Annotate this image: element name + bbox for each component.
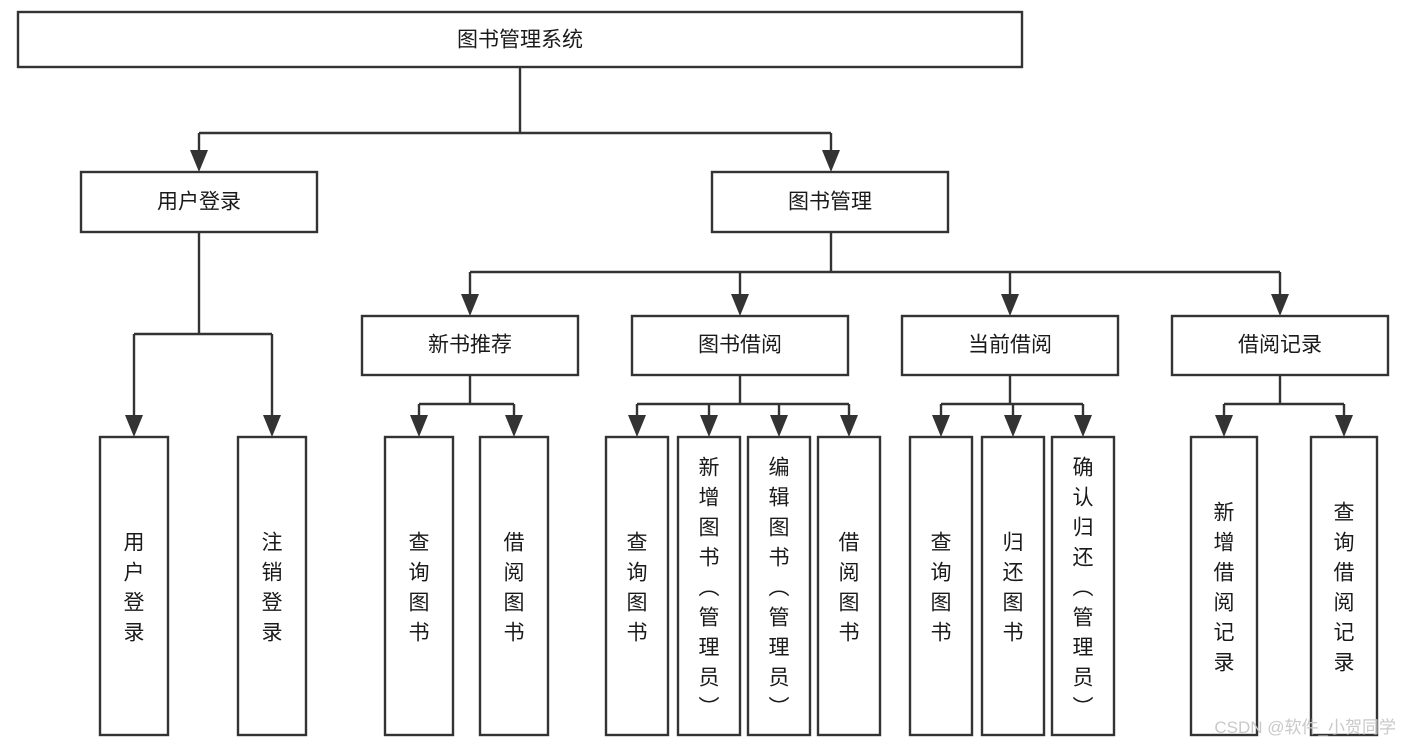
arrowhead-to-leaf-query-book-current [932,415,950,437]
node-leaf-query-borrow-record-box[interactable] [1309,435,1379,737]
connector-book-borrow-trunk [635,375,851,420]
node-leaf-query-book-borrow-label: 查询图书 [627,531,648,644]
connector-new-book-recommend-trunk [417,375,516,420]
node-leaf-query-book-current[interactable]: 查询图书 [908,435,974,737]
csdn-watermark: CSDN @软件_小贺同学 [1214,718,1396,737]
node-leaf-borrow-book-recommend[interactable]: 借阅图书 [478,435,550,737]
node-current-borrow-label: 当前借阅 [968,334,1052,357]
node-root[interactable]: 图书管理系统 [16,10,1024,69]
node-leaf-logout-login-label: 注销登录 [262,531,283,644]
arrowhead-to-borrow-record [1271,294,1289,316]
node-book-manage-box[interactable] [710,170,950,234]
node-borrow-record[interactable]: 借阅记录 [1170,314,1390,377]
arrowhead-to-leaf-confirm-return-admin [1074,415,1092,437]
node-user-login[interactable]: 用户登录 [79,170,319,234]
node-leaf-add-book-admin-box[interactable] [676,435,742,737]
arrowhead-to-book-borrow [731,294,749,316]
arrowhead-to-leaf-query-book-borrow [628,415,646,437]
connector-borrow-record-trunk [1222,375,1346,420]
node-leaf-query-book-current-box[interactable] [908,435,974,737]
arrowhead-to-book-manage [822,150,840,172]
connector-book-manage-trunk [468,232,1282,300]
connector-user-login-trunk [132,232,274,420]
arrowhead-to-leaf-return-book [1004,415,1022,437]
node-leaf-add-borrow-record[interactable]: 新增借阅记录 [1189,435,1259,737]
node-leaf-user-login-label: 用户登录 [124,531,145,644]
node-borrow-record-box[interactable] [1170,314,1390,377]
node-borrow-record-label: 借阅记录 [1238,334,1322,357]
node-leaf-borrow-book-label: 借阅图书 [839,531,860,644]
node-leaf-query-borrow-record-label: 查询借阅记录 [1334,501,1355,674]
arrowhead-to-leaf-borrow-book [840,415,858,437]
node-book-borrow[interactable]: 图书借阅 [630,314,850,377]
node-leaf-query-book-recommend-box[interactable] [383,435,455,737]
node-leaf-add-book-admin[interactable]: 新增图书︵管理员︶ [676,435,742,737]
arrowhead-to-current-borrow [1001,294,1019,316]
node-user-login-box[interactable] [79,170,319,234]
node-leaf-edit-book-admin-box[interactable] [746,435,812,737]
node-root-box[interactable] [16,10,1024,69]
node-leaf-confirm-return-admin-label: 确认归还︵管理员︶ [1073,456,1094,719]
node-leaf-edit-book-admin-label: 编辑图书︵管理员︶ [769,456,790,719]
node-leaf-query-book-borrow-box[interactable] [604,435,670,737]
node-leaf-borrow-book-recommend-box[interactable] [478,435,550,737]
node-current-borrow[interactable]: 当前借阅 [900,314,1120,377]
node-new-book-recommend-box[interactable] [360,314,580,377]
arrowhead-to-user-login [190,150,208,172]
node-leaf-user-login-box[interactable] [98,435,170,737]
node-leaf-return-book[interactable]: 归还图书 [980,435,1046,737]
node-leaf-add-borrow-record-box[interactable] [1189,435,1259,737]
node-root-label: 图书管理系统 [457,29,583,52]
node-leaf-query-book-recommend-label: 查询图书 [409,531,430,644]
node-leaf-confirm-return-admin-box[interactable] [1050,435,1116,737]
arrowhead-to-leaf-add-borrow-record [1215,415,1233,437]
node-leaf-logout-login-box[interactable] [236,435,308,737]
node-leaf-confirm-return-admin[interactable]: 确认归还︵管理员︶ [1050,435,1116,737]
node-leaf-logout-login[interactable]: 注销登录 [236,435,308,737]
node-leaf-query-book-recommend[interactable]: 查询图书 [383,435,455,737]
node-leaf-return-book-label: 归还图书 [1003,531,1024,644]
node-leaf-query-book-current-label: 查询图书 [931,531,952,644]
arrowhead-to-leaf-query-borrow-record [1335,415,1353,437]
node-leaf-borrow-book[interactable]: 借阅图书 [816,435,882,737]
node-leaf-query-book-borrow[interactable]: 查询图书 [604,435,670,737]
node-leaf-add-borrow-record-label: 新增借阅记录 [1214,501,1235,674]
node-current-borrow-box[interactable] [900,314,1120,377]
node-leaf-return-book-box[interactable] [980,435,1046,737]
node-book-borrow-box[interactable] [630,314,850,377]
node-user-login-label: 用户登录 [157,191,241,214]
connector-root-trunk [197,67,833,155]
arrowhead-to-new-book-recommend [461,294,479,316]
node-new-book-recommend-label: 新书推荐 [428,334,512,357]
node-leaf-query-borrow-record[interactable]: 查询借阅记录 [1309,435,1379,737]
node-leaf-borrow-book-box[interactable] [816,435,882,737]
arrowhead-to-leaf-add-book-admin [700,415,718,437]
arrowhead-to-leaf-edit-book-admin [770,415,788,437]
arrowhead-to-leaf-borrow-book-recommend [505,415,523,437]
node-leaf-edit-book-admin[interactable]: 编辑图书︵管理员︶ [746,435,812,737]
arrowhead-to-leaf-logout-login [263,415,281,437]
node-book-borrow-label: 图书借阅 [698,334,782,357]
arrowhead-to-leaf-user-login [125,415,143,437]
node-book-manage-label: 图书管理 [788,191,872,214]
node-leaf-user-login[interactable]: 用户登录 [98,435,170,737]
node-leaf-add-book-admin-label: 新增图书︵管理员︶ [699,456,720,719]
node-new-book-recommend[interactable]: 新书推荐 [360,314,580,377]
connector-layer [125,67,1353,437]
node-book-manage[interactable]: 图书管理 [710,170,950,234]
node-leaf-borrow-book-recommend-label: 借阅图书 [504,531,525,644]
connector-current-borrow-trunk [939,375,1085,420]
arrowhead-to-leaf-query-book-recommend [410,415,428,437]
